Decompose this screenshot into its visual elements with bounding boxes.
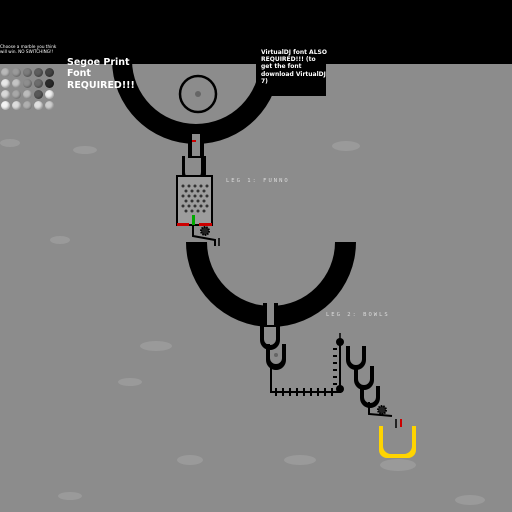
marble-option[interactable] xyxy=(34,101,43,110)
marble-option[interactable] xyxy=(1,79,10,88)
marble-option[interactable] xyxy=(12,79,21,88)
font-requirement-note: Segoe Print Font REQUIRED!!! xyxy=(67,57,135,91)
gear-icon xyxy=(200,226,210,236)
marble-option[interactable] xyxy=(34,68,43,77)
background-clouds xyxy=(0,139,485,505)
virtualdj-font-note: VirtualDJ font ALSO REQUIRED!!! (to get … xyxy=(261,49,327,85)
bowl-step-3 xyxy=(360,386,380,408)
cup-2 xyxy=(260,326,280,350)
chain-pulley-top xyxy=(336,338,344,346)
marble-option[interactable] xyxy=(23,101,32,110)
plinko-pegs xyxy=(181,184,209,213)
marble-option[interactable] xyxy=(23,90,32,99)
bowl-step-2 xyxy=(354,366,374,390)
marble-option[interactable] xyxy=(23,68,32,77)
marble-choice-prompt: Choose a marble you think will win. NO S… xyxy=(0,44,57,54)
spinner-wheel xyxy=(178,74,218,114)
marble-option[interactable] xyxy=(23,79,32,88)
leg-1-label: LEG 1: FUNNO xyxy=(226,178,290,184)
marble-option[interactable] xyxy=(1,101,10,110)
marble-option[interactable] xyxy=(34,79,43,88)
marble-option[interactable] xyxy=(45,101,54,110)
gate-green xyxy=(192,215,195,225)
gear-icon-2 xyxy=(377,405,387,415)
bowl-step-1 xyxy=(346,346,366,370)
gate-red-left xyxy=(177,223,189,226)
marble-option[interactable] xyxy=(12,101,21,110)
ramp-1 xyxy=(192,226,216,246)
marble-option[interactable] xyxy=(1,68,10,77)
marble-option[interactable] xyxy=(45,68,54,77)
marble-option[interactable] xyxy=(45,79,54,88)
marble-option[interactable] xyxy=(12,68,21,77)
funnel-1 xyxy=(112,60,280,144)
chain-links xyxy=(275,348,337,396)
cup-3 xyxy=(266,344,286,370)
marble-option[interactable] xyxy=(1,90,10,99)
funnel-2 xyxy=(186,242,356,327)
chain-track xyxy=(270,342,341,393)
marble-option[interactable] xyxy=(34,90,43,99)
marble-option[interactable] xyxy=(12,90,21,99)
finish-cup xyxy=(379,426,416,458)
gate-red-right xyxy=(199,223,212,226)
chain-pulley-bottom xyxy=(336,385,344,393)
leg-2-label: LEG 2: BOWLS xyxy=(326,312,390,318)
marble-option[interactable] xyxy=(45,90,54,99)
